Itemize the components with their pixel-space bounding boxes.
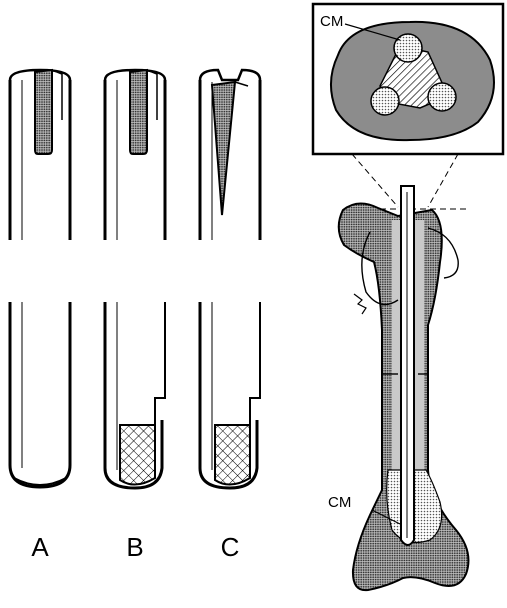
panel-label-b: B bbox=[126, 532, 143, 562]
nail-b bbox=[105, 70, 165, 488]
nail-c-top bbox=[200, 70, 260, 240]
panel-label-a: A bbox=[31, 532, 49, 562]
nail-c bbox=[200, 70, 260, 488]
nail-b-top bbox=[105, 70, 165, 240]
nail-c-bottom bbox=[200, 302, 260, 488]
nail-a-bottom bbox=[10, 302, 70, 487]
cement-mantle-top bbox=[394, 34, 422, 62]
nail-a-top bbox=[10, 70, 70, 240]
nail-a bbox=[10, 70, 70, 487]
femur-cm-label: CM bbox=[328, 494, 351, 511]
cement-mantle-left bbox=[371, 87, 399, 115]
nail-b-bottom bbox=[105, 302, 165, 488]
inset-cm-label: CM bbox=[320, 13, 343, 30]
lesser-trochanter-mark bbox=[354, 294, 366, 314]
cross-section-inset: CM bbox=[313, 4, 503, 154]
cement-mantle-right bbox=[428, 83, 456, 111]
femur-diagram: CM bbox=[328, 186, 468, 590]
panel-label-c: C bbox=[221, 532, 240, 562]
